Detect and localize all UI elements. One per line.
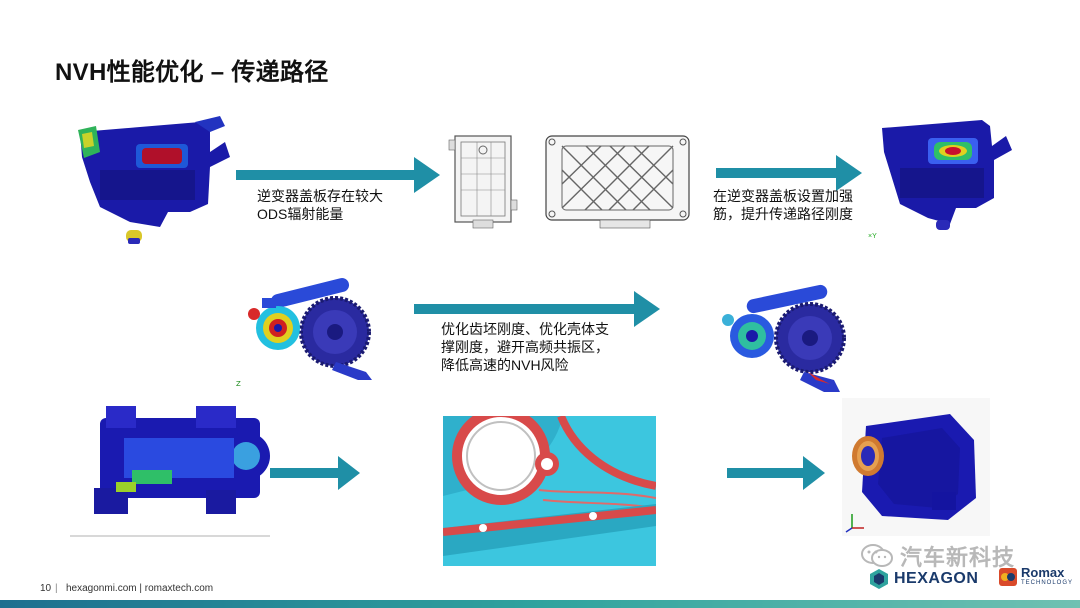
romax-logo-text: Romax TECHNOLOGY <box>1021 566 1073 587</box>
caption-line: 在逆变器盖板设置加强 <box>713 188 853 204</box>
gear-ods-after-image <box>722 284 846 392</box>
hexagon-logo-icon <box>870 569 888 589</box>
wechat-icon <box>861 544 893 567</box>
watermark-text: 汽车新科技 <box>900 545 1016 570</box>
caption-line: 降低高速的NVH风险 <box>441 357 569 373</box>
caption-line: 撑刚度，避开高频共振区， <box>441 339 609 355</box>
hexagon-logo: HEXAGON <box>868 568 978 590</box>
arrow-right-icon <box>716 155 862 191</box>
caption-line: ODS辐射能量 <box>257 206 344 222</box>
page-number: 10 <box>40 583 52 594</box>
housing-optimized-image <box>842 398 990 536</box>
arrow-right-icon <box>727 456 825 490</box>
caption-row2: 优化齿坯刚度、优化壳体支 撑刚度，避开高频共振区， 降低高速的NVH风险 <box>441 320 609 374</box>
slide-title: NVH性能优化 – 传递路径 <box>55 59 329 86</box>
arrow-right-icon <box>236 157 440 193</box>
inverter-cover-drawing-side <box>448 135 518 229</box>
inverter-ods-before-image <box>78 116 230 244</box>
gear-ods-before-image <box>248 278 372 380</box>
footer-separator: | <box>55 583 58 594</box>
caption-line: 筋，提升传递路径刚度 <box>713 206 853 222</box>
arrow-right-icon <box>270 456 360 490</box>
housing-rib-detail-image <box>443 416 656 566</box>
caption-row1-right: 在逆变器盖板设置加强 筋，提升传递路径刚度 <box>713 187 853 223</box>
housing-ods-image: Z <box>70 380 270 537</box>
inverter-cover-drawing-ribs <box>545 135 690 229</box>
caption-row1-left: 逆变器盖板存在较大 ODS辐射能量 <box>257 187 383 223</box>
caption-line: 优化齿坯刚度、优化壳体支 <box>441 321 609 337</box>
romax-logo-icon <box>999 567 1017 586</box>
arrow-right-icon <box>414 291 660 327</box>
axis-label: ×Y <box>868 233 877 240</box>
svg-text:Z: Z <box>236 380 241 388</box>
romax-logo: Romax TECHNOLOGY <box>998 566 1073 587</box>
romax-logo-sub: TECHNOLOGY <box>1021 580 1074 586</box>
footer-links: hexagonmi.com | romaxtech.com <box>66 583 214 594</box>
caption-line: 逆变器盖板存在较大 <box>257 188 383 204</box>
romax-logo-main: Romax <box>1021 565 1065 580</box>
inverter-ods-after-image <box>882 120 1012 230</box>
bottom-accent-bar <box>0 600 1080 608</box>
hexagon-logo-text: HEXAGON <box>894 570 979 587</box>
watermark: 汽车新科技 <box>860 543 1016 570</box>
